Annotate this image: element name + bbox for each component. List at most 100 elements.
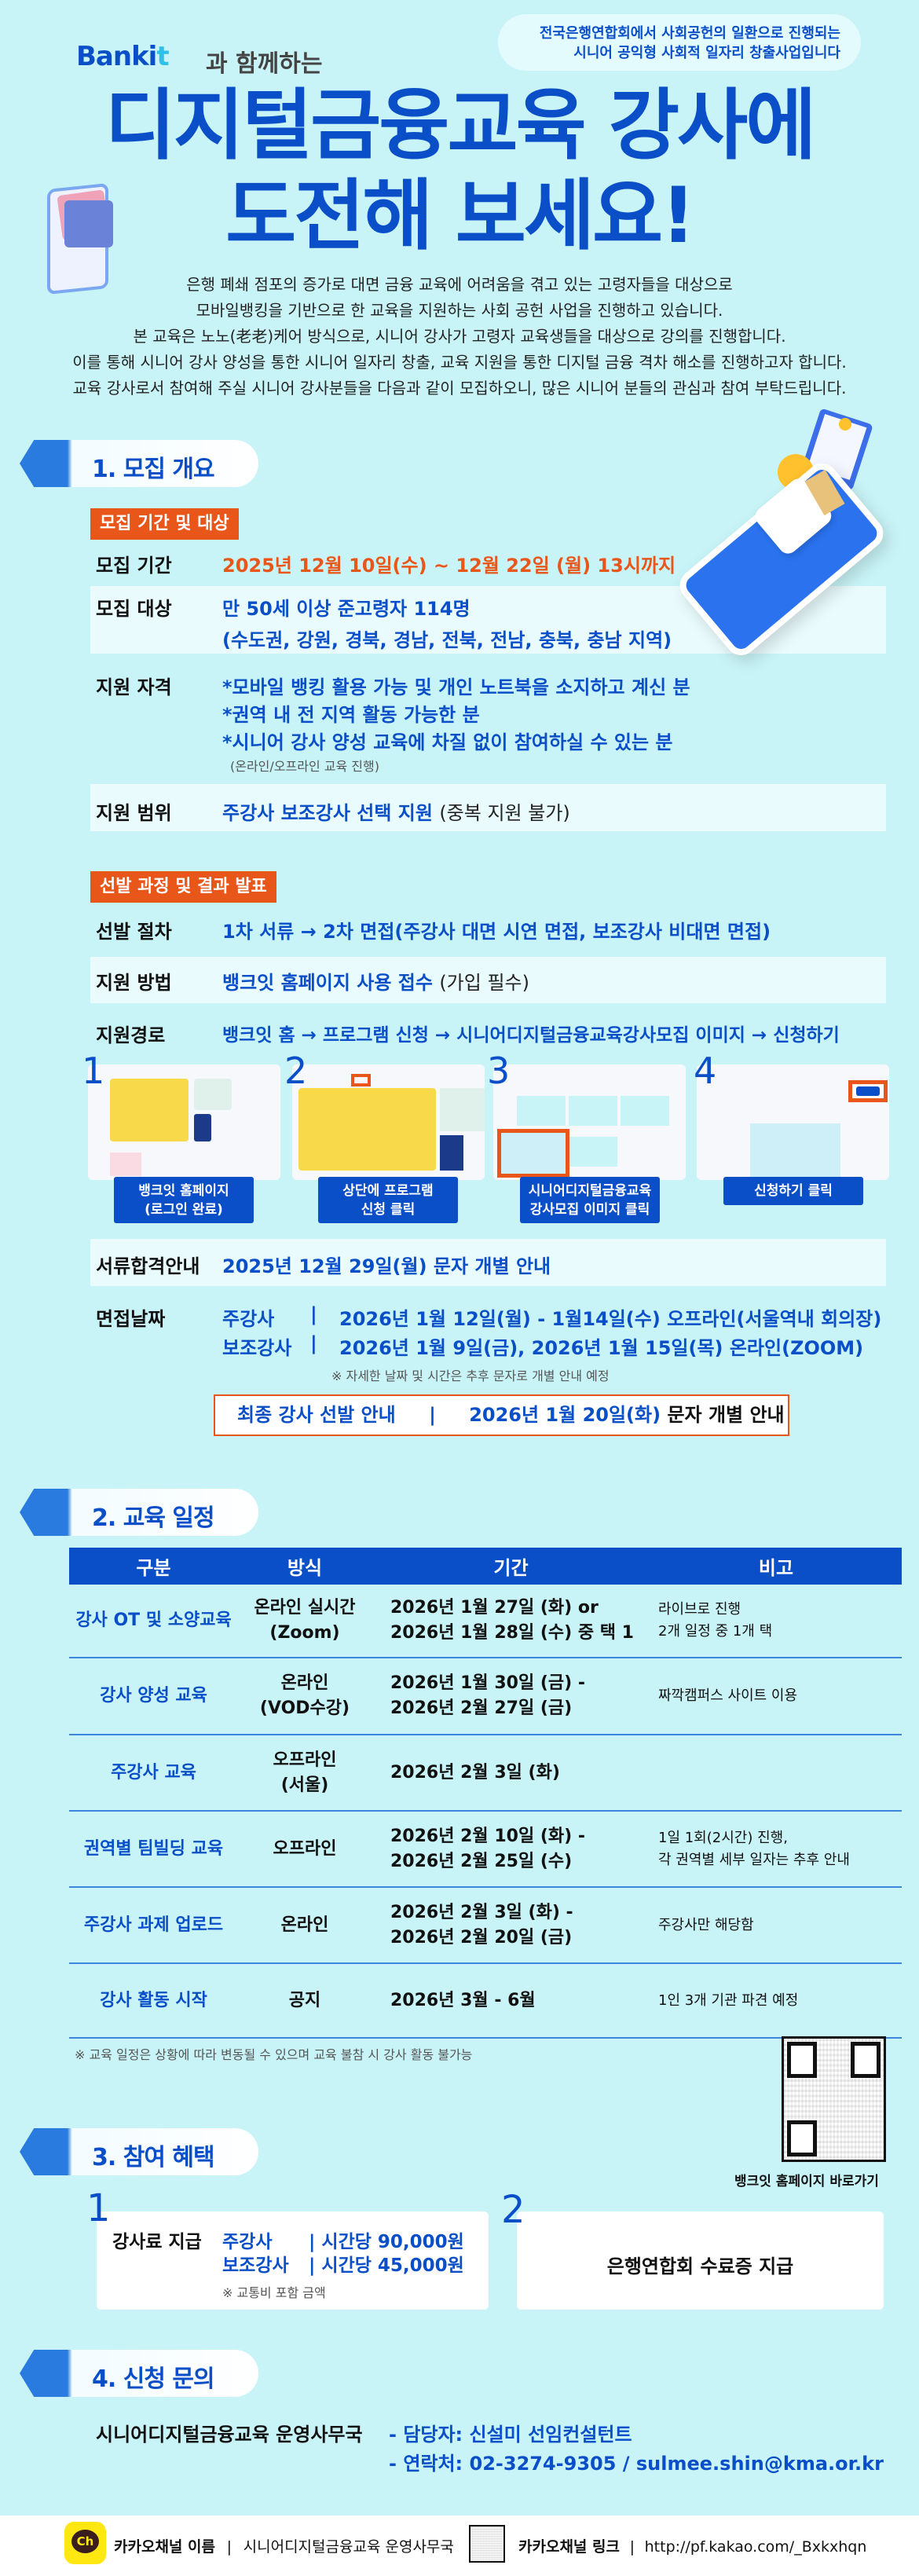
step-4-screenshot	[697, 1064, 889, 1180]
qualification-item: *시니어 강사 양성 교육에 차질 없이 참여하실 수 있는 분	[222, 731, 673, 753]
column-header: 비고	[650, 1548, 902, 1585]
cell-line: 2개 일정 중 1개 택	[658, 1623, 773, 1640]
doc-row-bg	[90, 1239, 886, 1286]
main-role: 주강사	[222, 2232, 273, 2252]
scope-value: 주강사 보조강사 선택 지원 (중복 지원 불가)	[222, 797, 570, 825]
column-header: 기간	[372, 1548, 650, 1585]
cell-line: 강사 OT 및 소양교육	[75, 1610, 232, 1630]
channel-name: 시니어디지털금융교육 운영사무국	[243, 2538, 454, 2556]
badge-line-1: 전국은행연합회에서 사회공헌의 일환으로 진행되는	[539, 25, 840, 42]
separator: |	[310, 1303, 317, 1325]
cell-line: 주강사만 해당함	[658, 1916, 754, 1933]
step-1-label: 뱅크잇 홈페이지(로그인 완료)	[114, 1177, 254, 1223]
qualification-note: (온라인/오프라인 교육 진행)	[230, 759, 379, 774]
qualification-label: 지원 자격	[96, 676, 172, 698]
cell-line: 오프라인	[273, 1750, 337, 1770]
step-label-line: 신청하기 클릭	[754, 1183, 833, 1199]
cell-line: 주강사 과제 업로드	[83, 1915, 224, 1935]
period-value: 2025년 12월 10일(수) ~ 12월 22일 (월) 13시까지	[222, 555, 676, 577]
scope-text: 주강사 보조강사 선택 지원	[222, 802, 433, 824]
schedule-note: ※ 교육 일정은 상황에 따라 변동될 수 있으며 교육 불참 시 강사 활동 …	[75, 2047, 473, 2062]
cell-line: 1일 1회(2시간) 진행,	[658, 1829, 788, 1846]
cell-line: 2026년 2월 10일 (화) -	[390, 1826, 585, 1846]
process-value: 1차 서류 → 2차 면접(주강사 대면 시연 면접, 보조강사 비대면 면접)	[222, 921, 771, 943]
cell-line: 권역별 팀빌딩 교육	[83, 1838, 224, 1859]
interview-sub-role: 보조강사	[222, 1337, 292, 1359]
cell-note: 짜깍캠퍼스 사이트 이용	[650, 1658, 902, 1735]
pay-note: ※ 교통비 포함 금액	[222, 2285, 326, 2300]
benefit-card-pay	[97, 2211, 489, 2310]
qualification-item: *권역 내 전 지역 활동 가능한 분	[222, 704, 480, 726]
kakao-channel-name: 카카오채널 이름 | 시니어디지털금융교육 운영사무국	[114, 2535, 454, 2556]
cell-line: 2026년 2월 27일 (금)	[390, 1698, 573, 1718]
cell-method: 공지	[238, 1963, 372, 2039]
cell-type: 주강사 과제 업로드	[69, 1887, 238, 1964]
step-label-line: 시니어디지털금융교육	[528, 1182, 652, 1199]
benefit-card-certificate	[517, 2211, 884, 2310]
bankit-qr-code[interactable]	[782, 2036, 886, 2162]
main-title-line-1: 디지털금융교육 강사에	[104, 81, 817, 170]
target-line-1: 만 50세 이상 준고령자 114명	[222, 598, 470, 620]
cell-line: 온라인	[280, 1915, 329, 1935]
separator: |	[429, 1404, 436, 1426]
cell-line: 강사 양성 교육	[100, 1686, 207, 1706]
cell-line: 각 권역별 세부 일자는 추후 안내	[658, 1851, 850, 1868]
section-header-benefits: 3. 참여 혜택	[20, 2128, 258, 2175]
cell-line: 주강사 교육	[111, 1762, 196, 1783]
target-line-2: (수도권, 강원, 경북, 경남, 전북, 전남, 충북, 충남 지역)	[222, 629, 672, 651]
pay-label: 강사료 지급	[112, 2232, 202, 2252]
cell-period: 2026년 2월 10일 (화) - 2026년 2월 25일 (수)	[372, 1811, 650, 1888]
cell-method: 오프라인(서울)	[238, 1735, 372, 1812]
step-label-line: 상단에 프로그램	[342, 1182, 434, 1199]
method-text: 뱅크잇 홈페이지 사용 접수	[222, 972, 433, 994]
cell-line: 2026년 2월 3일 (화)	[390, 1762, 560, 1783]
program-badge: 전국은행연합회에서 사회공헌의 일환으로 진행되는 시니어 공익형 사회적 일자…	[498, 14, 861, 71]
kakao-qr-code[interactable]	[469, 2525, 505, 2563]
cell-note: 1인 3개 기관 파견 예정	[650, 1963, 902, 2039]
step-number: 4	[694, 1050, 717, 1092]
interview-sub-value: 2026년 1월 9일(금), 2026년 1월 15일(목) 온라인(ZOOM…	[339, 1337, 864, 1359]
column-header: 방식	[238, 1548, 372, 1585]
cell-period: 2026년 3월 - 6월	[372, 1963, 650, 2039]
table-header: 구분 방식 기간 비고	[69, 1548, 902, 1585]
kakao-ch-glyph: Ch	[71, 2530, 99, 2553]
cell-line: 2026년 2월 25일 (수)	[390, 1851, 573, 1871]
separator: |	[629, 2538, 635, 2556]
contact-phone-email[interactable]: - 연락처: 02-3274-9305 / sulmee.shin@kma.or…	[389, 2453, 884, 2475]
phone-bankit-illustration	[660, 414, 890, 664]
bankit-logo: Bankit	[76, 41, 170, 72]
step-2-screenshot	[292, 1064, 485, 1180]
cell-method: 오프라인	[238, 1811, 372, 1888]
channel-name-label: 카카오채널 이름	[114, 2538, 215, 2556]
cell-period: 2026년 2월 3일 (화) -2026년 2월 20일 (금)	[372, 1887, 650, 1964]
final-date: 2026년 1월 20일(화)	[469, 1404, 661, 1426]
sub-pay: | 시간당 45,000원	[309, 2255, 464, 2276]
channel-link-label: 카카오채널 링크	[518, 2538, 620, 2556]
step-label-line: 신청 클릭	[361, 1201, 416, 1218]
step-number: 1	[82, 1050, 105, 1092]
final-selection-box: 최종 강사 선발 안내 | 2026년 1월 20일(화) 문자 개별 안내	[214, 1394, 789, 1436]
column-header: 구분	[69, 1548, 238, 1585]
step-number: 3	[487, 1050, 511, 1092]
channel-link[interactable]: http://pf.kakao.com/_Bxkxhqn	[644, 2538, 867, 2556]
contact-manager: - 담당자: 신설미 선임컨설턴트	[389, 2424, 632, 2446]
tag-selection: 선발 과정 및 결과 발표	[90, 871, 276, 903]
cell-type: 강사 OT 및 소양교육	[69, 1585, 238, 1658]
section-title: 1. 모집 개요	[92, 456, 215, 483]
step-1-screenshot	[88, 1064, 280, 1180]
with-text: 과 함께하는	[206, 50, 323, 78]
main-title-line-2: 도전해 보세요!	[225, 171, 696, 261]
qr-finder	[787, 2042, 818, 2079]
period-label: 모집 기간	[96, 555, 172, 577]
kakao-channel-icon[interactable]: Ch	[64, 2522, 106, 2564]
intro-paragraph: 은행 폐쇄 점포의 증가로 대면 금융 교육에 어려움을 겪고 있는 고령자들을…	[0, 272, 919, 401]
cell-note	[650, 1735, 902, 1812]
method-note: (가입 필수)	[439, 972, 529, 994]
sub-role: 보조강사	[222, 2255, 289, 2276]
step-3-screenshot	[493, 1064, 686, 1180]
certificate-text: 은행연합회 수료증 지급	[606, 2255, 794, 2277]
badge-line-2: 시니어 공익형 사회적 일자리 창출사업입니다	[573, 45, 840, 61]
